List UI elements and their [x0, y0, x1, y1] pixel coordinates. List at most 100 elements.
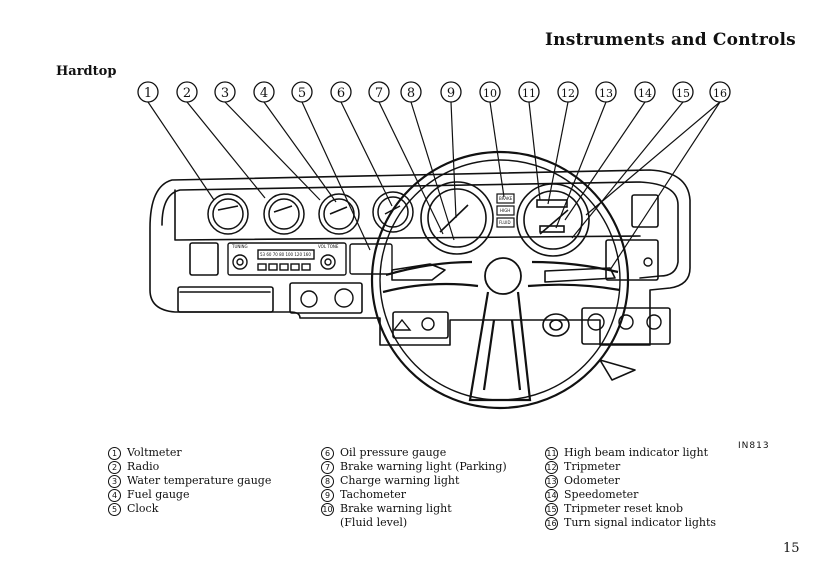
callout-3: 3 [214, 81, 236, 103]
legend-item-15: 15 Tripmeter reset knob [545, 502, 716, 516]
callout-7: 7 [368, 81, 390, 103]
legend-label: High beam indicator light [564, 446, 709, 459]
legend-label: Speedometer [564, 488, 639, 501]
legend-item-8: 8 Charge warning light [321, 474, 507, 488]
tachometer-gauge [420, 181, 494, 255]
legend-label: Brake warning light [340, 502, 452, 515]
dashboard-outline [149, 169, 691, 346]
svg-text:14: 14 [638, 87, 652, 100]
legend-number: 7 [321, 461, 334, 474]
callout-15: 15 [672, 81, 694, 103]
callout-2: 2 [176, 81, 198, 103]
legend-label: Clock [127, 502, 159, 515]
svg-text:16: 16 [713, 87, 727, 100]
legend-label: Tachometer [340, 488, 407, 501]
svg-text:4: 4 [260, 86, 268, 101]
radio-unit [227, 242, 347, 276]
legend-item-7: 7 Brake warning light (Parking) [321, 460, 507, 474]
legend-label: Voltmeter [127, 446, 182, 459]
legend-number: 16 [545, 517, 558, 530]
steering-wheel [370, 150, 630, 410]
svg-text:15: 15 [676, 87, 690, 100]
svg-text:6: 6 [337, 86, 345, 101]
callout-4: 4 [253, 81, 275, 103]
legend-number: 5 [108, 503, 121, 516]
callout-13: 13 [595, 81, 617, 103]
svg-text:13: 13 [599, 87, 613, 100]
svg-text:2: 2 [183, 86, 191, 101]
legend-number: 1 [108, 447, 121, 460]
page-title: Instruments and Controls [545, 30, 796, 50]
speedometer-gauge [516, 183, 590, 257]
legend-number: 13 [545, 475, 558, 488]
high-label: HIGH [500, 208, 510, 213]
legend-label: Tripmeter [564, 460, 621, 473]
legend-item-12: 12 Tripmeter [545, 460, 716, 474]
legend-number: 14 [545, 489, 558, 502]
legend-label: Water temperature gauge [127, 474, 272, 487]
legend-label-continued: (Fluid level) [340, 516, 408, 529]
legend-item-3: 3 Water temperature gauge [108, 474, 271, 488]
svg-text:12: 12 [561, 87, 575, 100]
legend-number: 11 [545, 447, 558, 460]
legend-column-2: 6 Oil pressure gauge 7 Brake warning light … [321, 446, 507, 530]
tuning-label: TUNING [231, 244, 248, 249]
legend-item-4: 4 Fuel gauge [108, 488, 271, 502]
legend-number: 2 [108, 461, 121, 474]
legend-item-9: 9 Tachometer [321, 488, 507, 502]
legend-item-10: 10 Brake warning light [321, 502, 507, 516]
fluid-label: FLUID [499, 220, 511, 225]
legend-label: Fuel gauge [127, 488, 190, 501]
legend-item-6: 6 Oil pressure gauge [321, 446, 507, 460]
vol-tone-label: VOL TONE [318, 244, 339, 249]
callout-16: 16 [709, 81, 731, 103]
legend-item-13: 13 Odometer [545, 474, 716, 488]
callout-1: 1 [137, 81, 159, 103]
callout-6: 6 [330, 81, 352, 103]
radio-scale: 53 60 70 80 100 120 160 [260, 252, 311, 257]
legend-number: 4 [108, 489, 121, 502]
section-label: Hardtop [56, 64, 117, 79]
legend-label: Tripmeter reset knob [564, 502, 684, 515]
legend-label: Turn signal indicator lights [564, 516, 717, 529]
figure-code: IN813 [738, 441, 770, 451]
legend-item-1: 1 Voltmeter [108, 446, 271, 460]
legend-item-5: 5 Clock [108, 502, 271, 516]
legend-number: 10 [321, 503, 334, 516]
svg-text:1: 1 [144, 86, 152, 101]
callout-10: 10 [479, 81, 501, 103]
legend-number: 6 [321, 447, 334, 460]
svg-text:3: 3 [221, 86, 229, 101]
legend-number: 12 [545, 461, 558, 474]
callout-12: 12 [557, 81, 579, 103]
legend-number: 9 [321, 489, 334, 502]
legend-label: Oil pressure gauge [340, 446, 447, 459]
svg-text:7: 7 [375, 86, 383, 101]
legend-item-11: 11 High beam indicator light [545, 446, 716, 460]
callout-8: 8 [400, 81, 422, 103]
svg-text:9: 9 [447, 86, 455, 101]
svg-text:10: 10 [483, 87, 497, 100]
svg-text:5: 5 [298, 86, 306, 101]
legend-number: 15 [545, 503, 558, 516]
svg-text:11: 11 [522, 87, 536, 100]
legend-number: 8 [321, 475, 334, 488]
legend-item-2: 2 Radio [108, 460, 271, 474]
legend-label: Radio [127, 460, 160, 473]
brake-label: BRAKE [499, 196, 513, 201]
callout-5: 5 [291, 81, 313, 103]
legend-column-1: 1 Voltmeter 2 Radio 3 Water temperature gauge… [108, 446, 271, 516]
legend-label: Charge warning light [340, 474, 460, 487]
legend-item-16: 16 Turn signal indicator lights [545, 516, 716, 530]
dashboard-illustration: BRAKE HIGH FLUID TUNING VOL TONE 53 60 7… [137, 81, 731, 410]
legend-label: Odometer [564, 474, 620, 487]
legend-number: 3 [108, 475, 121, 488]
page-number: 15 [783, 541, 800, 556]
callout-14: 14 [634, 81, 656, 103]
svg-text:8: 8 [407, 86, 415, 101]
callout-11: 11 [518, 81, 540, 103]
callout-9: 9 [440, 81, 462, 103]
legend-label: Brake warning light (Parking) [340, 460, 507, 473]
legend-item-14: 14 Speedometer [545, 488, 716, 502]
